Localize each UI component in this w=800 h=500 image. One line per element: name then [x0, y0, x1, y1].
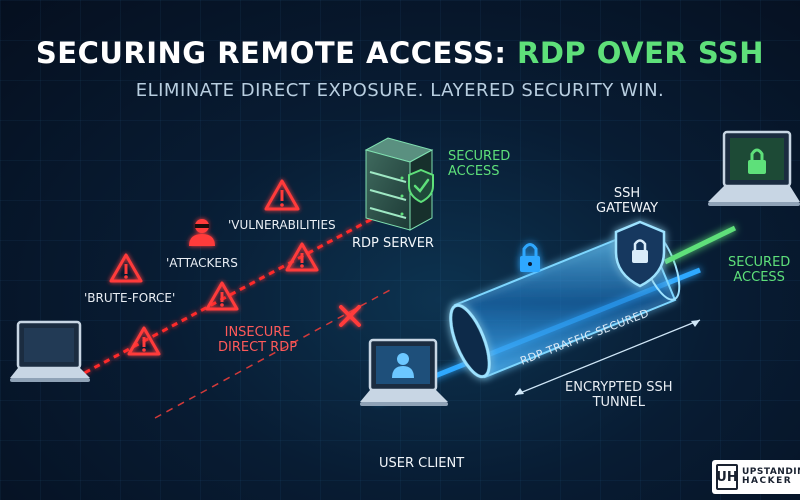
insecure-bracket-line — [154, 289, 391, 419]
warning-icon — [264, 179, 300, 211]
brand-mark: UH — [716, 464, 738, 490]
laptop-icon — [708, 130, 800, 206]
shield-lock-icon — [614, 220, 666, 288]
server-secured-access-label: SECURED ACCESS — [448, 149, 511, 179]
title-main: SECURING REMOTE ACCESS: — [35, 36, 518, 70]
shield-check-icon — [408, 168, 434, 204]
remote-secured-access-label: SECURED ACCESS — [728, 255, 791, 285]
ssh-gateway-label: SSH GATEWAY — [596, 186, 659, 216]
page-subtitle: ELIMINATE DIRECT EXPOSURE. LAYERED SECUR… — [135, 80, 665, 101]
encrypted-ssh-tunnel-label: ENCRYPTED SSH TUNNEL — [565, 380, 673, 410]
user-client-label: USER CLIENT — [379, 456, 465, 471]
server-icon — [364, 137, 434, 231]
warning-icon — [205, 281, 239, 311]
insecure-direct-rdp-label: INSECURE DIRECT RDP — [218, 325, 298, 355]
laptop-icon — [360, 338, 448, 406]
hacker-icon — [189, 219, 215, 246]
threat-brute-force-label: 'BRUTE-FORCE' — [84, 291, 176, 305]
insecure-rdp-line — [74, 210, 386, 380]
page-title: SECURING REMOTE ACCESS: RDP OVER SSH — [0, 36, 800, 70]
warning-icon — [285, 242, 319, 272]
title-accent: RDP OVER SSH — [517, 36, 765, 70]
user-icon — [392, 353, 414, 378]
threat-vulnerabilities-label: 'VULNERABILITIES — [228, 218, 336, 232]
insecure-path — [74, 210, 391, 419]
laptop-icon — [10, 320, 90, 382]
rdp-server-label: RDP SERVER — [352, 236, 434, 251]
tunnel-length-line — [514, 319, 701, 396]
lock-icon — [520, 243, 540, 272]
lock-icon — [748, 148, 766, 174]
warning-icon — [127, 326, 161, 356]
cross-icon — [339, 305, 361, 327]
tunnel-opening — [449, 303, 491, 379]
warning-icon — [109, 253, 143, 283]
brand-logo: UH UPSTANDING HACKER — [712, 460, 800, 494]
brand-line-1: UPSTANDING — [742, 466, 800, 477]
threat-attackers-label: 'ATTACKERS — [166, 256, 238, 270]
brand-line-2: HACKER — [742, 476, 793, 486]
secure-link-line — [663, 225, 737, 265]
